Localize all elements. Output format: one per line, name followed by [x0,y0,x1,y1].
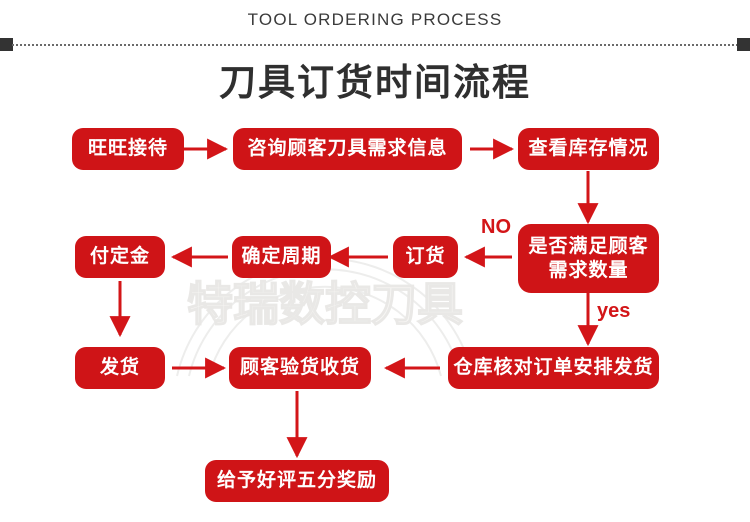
poster-eyebrow: TOOL ORDERING PROCESS [247,10,503,29]
flow-node-warehouse-verify-dispatch[interactable]: 仓库核对订单安排发货 [448,347,659,389]
flow-node-inquire-customer-needs[interactable]: 咨询顾客刀具需求信息 [233,128,462,170]
edge-label-yes: yes [597,300,631,322]
flow-node-customer-inspect-receive[interactable]: 顾客验货收货 [229,347,371,389]
flow-node-confirm-lead-time[interactable]: 确定周期 [232,236,331,278]
flow-node-place-order[interactable]: 订货 [393,236,458,278]
divider-dotted-rule [12,44,738,46]
flow-node-pay-deposit[interactable]: 付定金 [75,236,165,278]
flow-node-five-star-review-reward[interactable]: 给予好评五分奖励 [205,460,389,502]
flow-node-wangwang-reception[interactable]: 旺旺接待 [72,128,184,170]
flow-node-check-inventory[interactable]: 查看库存情况 [518,128,659,170]
page-title: 刀具订货时间流程 [219,62,531,103]
flow-node-ship-goods[interactable]: 发货 [75,347,165,389]
header-divider [0,38,750,52]
divider-cap-left-icon [0,38,13,51]
divider-cap-right-icon [737,38,750,51]
edge-label-no: NO [481,216,511,238]
flow-node-decision-meets-demand[interactable]: 是否满足顾客 需求数量 [518,224,659,293]
